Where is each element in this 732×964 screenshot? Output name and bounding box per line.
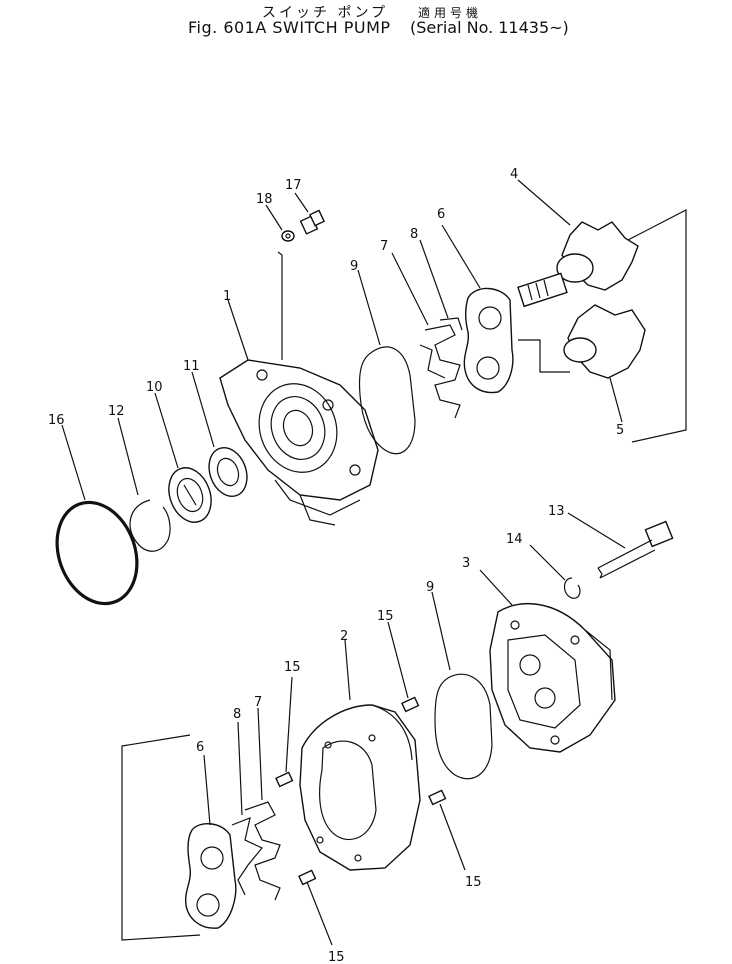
part-2-gear-body (299, 704, 421, 871)
title-serial-japanese: 適用号機 (418, 6, 483, 20)
label-9-lower: 9 (426, 580, 434, 595)
leader-3 (479, 569, 513, 606)
leader-17 (294, 192, 309, 213)
label-15-b: 15 (284, 660, 301, 675)
leader-6b (203, 754, 211, 826)
label-17: 17 (285, 178, 302, 193)
part-15-dowel-pin-a (401, 696, 420, 713)
leader-13 (567, 512, 626, 549)
part-7-spring-lower (244, 801, 281, 901)
leader-8a (419, 239, 449, 319)
leader-14 (529, 544, 566, 581)
part-8-spring-lower (231, 817, 263, 896)
label-5: 5 (616, 423, 624, 438)
part-3-rear-cover (489, 602, 616, 753)
label-6-upper: 6 (437, 207, 445, 222)
label-4: 4 (510, 167, 518, 182)
leader-10 (154, 392, 179, 469)
part-14-washer (563, 577, 581, 599)
leader-7b (257, 707, 263, 801)
label-15-a: 15 (377, 609, 394, 624)
leader-16 (61, 424, 86, 501)
label-1: 1 (223, 289, 231, 304)
leader-15d (306, 881, 333, 946)
part-4-drive-gear (517, 221, 639, 308)
label-15-c: 15 (465, 875, 482, 890)
part-11-washer (208, 447, 248, 497)
label-14: 14 (506, 532, 523, 547)
leader-15c (439, 803, 466, 871)
part-7-spring-upper (419, 324, 461, 419)
leader-1 (227, 299, 249, 361)
bracket-lower-left (121, 734, 201, 941)
part-15-dowel-pin-b (275, 771, 294, 788)
label-3: 3 (462, 556, 470, 571)
leader-4 (517, 179, 571, 226)
serial-range: (Serial No. 11435~) (410, 18, 569, 37)
leader-11 (191, 371, 215, 448)
leader-9b (431, 591, 451, 671)
leader-15a (387, 621, 409, 699)
label-8-upper: 8 (410, 227, 418, 242)
label-2: 2 (340, 629, 348, 644)
bracket-upper-right (627, 209, 687, 443)
part-15-dowel-pin-d (298, 869, 317, 886)
leader-7a (391, 252, 429, 326)
label-18: 18 (256, 192, 273, 207)
label-7-upper: 7 (380, 239, 388, 254)
figure-title: Fig. 601A SWITCH PUMP (188, 18, 391, 37)
label-9-upper: 9 (350, 259, 358, 274)
label-11: 11 (183, 359, 200, 374)
leader-2 (344, 639, 351, 701)
leader-9a (357, 269, 381, 346)
part-13-long-bolt (597, 520, 674, 579)
part-9-gasket-upper (358, 346, 416, 455)
label-15-d: 15 (328, 950, 345, 964)
label-7-lower: 7 (254, 695, 262, 710)
leader-12 (117, 417, 139, 496)
bracket-gear (518, 339, 570, 373)
leader-5 (609, 377, 623, 423)
part-15-dowel-pin-c (428, 789, 447, 806)
label-10: 10 (146, 380, 163, 395)
part-9-gasket-lower (434, 673, 493, 780)
part-12-snap-ring (129, 499, 171, 552)
part-8-spring-upper (439, 317, 463, 331)
label-13: 13 (548, 504, 565, 519)
part-6-side-plate-lower (184, 823, 237, 929)
leader-18 (265, 204, 283, 231)
title-japanese: スイッチ ポンプ (262, 5, 389, 21)
leader-15b (285, 676, 293, 773)
part-16-o-ring (55, 500, 139, 606)
label-8-lower: 8 (233, 707, 241, 722)
label-6-lower: 6 (196, 740, 204, 755)
part-1-front-housing (219, 359, 379, 526)
part-17-bolt (299, 209, 325, 235)
leader-6a (441, 224, 481, 289)
part-6-side-plate-upper (463, 287, 514, 394)
part-10-bearing (168, 467, 212, 523)
part-5-driven-gear (563, 304, 646, 379)
leader-1b (277, 251, 283, 360)
label-16: 16 (48, 413, 65, 428)
part-18-small-washer (281, 230, 295, 242)
leader-8b (237, 721, 243, 816)
label-12: 12 (108, 404, 125, 419)
